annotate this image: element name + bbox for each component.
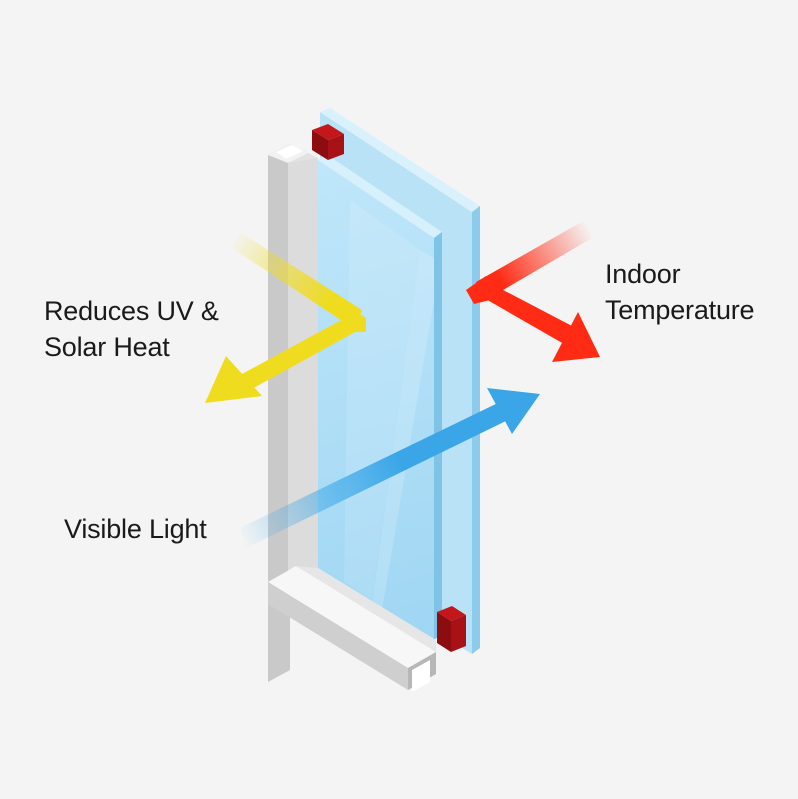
light-arrow	[240, 388, 540, 548]
uv-arrow	[205, 232, 366, 403]
seal-bottom	[437, 606, 466, 652]
indoor-arrow	[466, 220, 600, 362]
indoor-temperature-label: Indoor Temperature	[605, 259, 755, 325]
uv-label: Reduces UV & Solar Heat	[44, 296, 219, 362]
frame-bottom	[268, 566, 436, 692]
seal-top	[312, 124, 344, 160]
front-glass-pane	[318, 154, 442, 640]
visible-light-label: Visible Light	[64, 514, 207, 544]
